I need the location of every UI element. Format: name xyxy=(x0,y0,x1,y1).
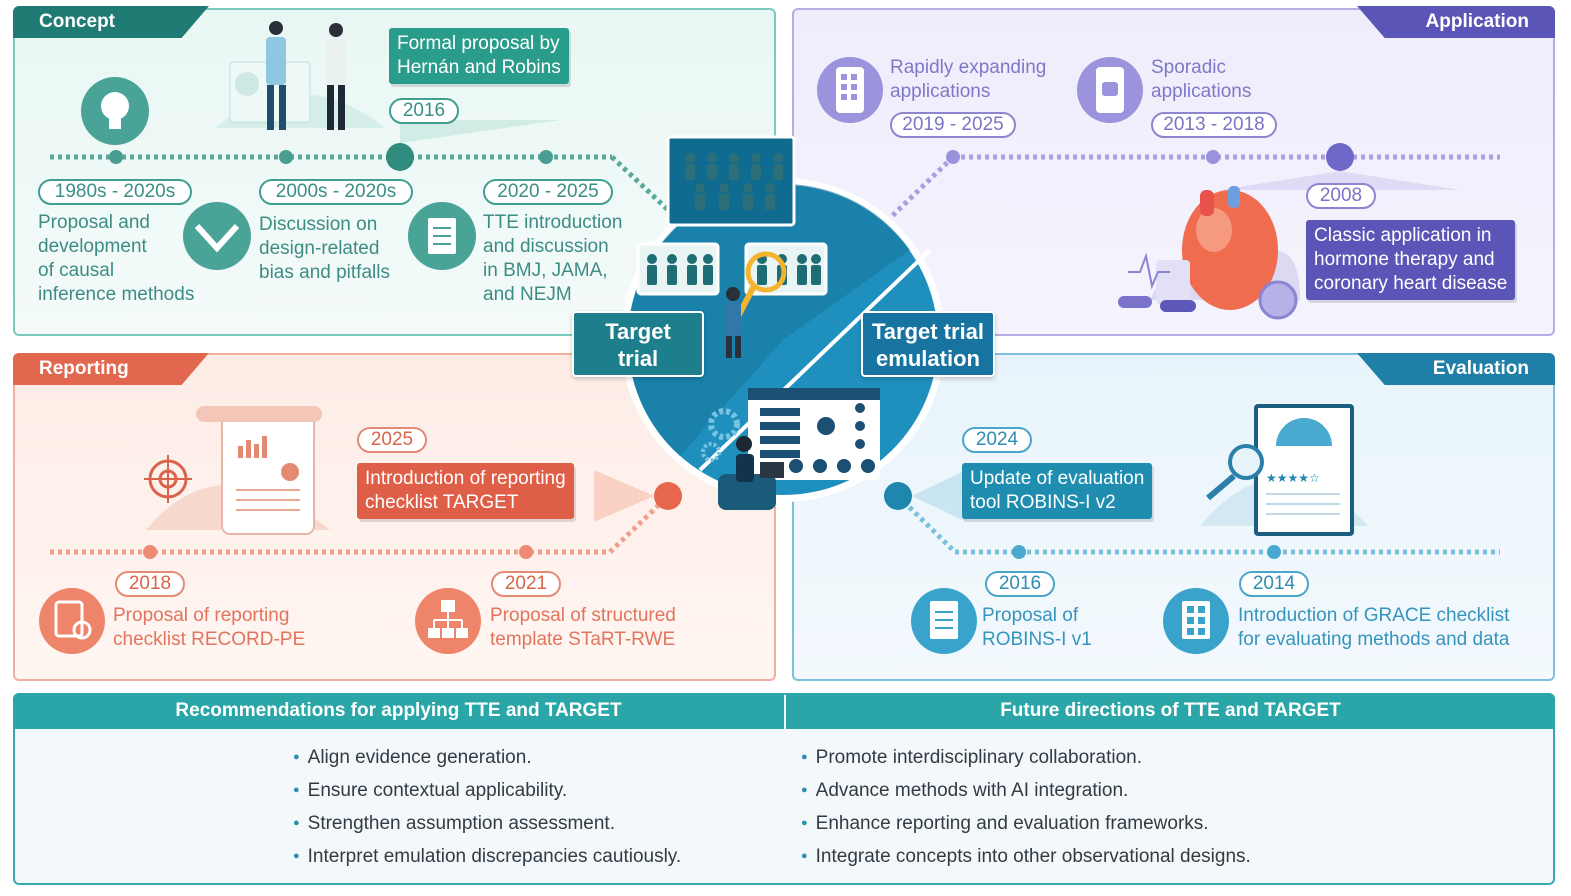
target-trial-emulation-label: Target trial emulation xyxy=(861,311,995,377)
svg-text:★★★★☆: ★★★★☆ xyxy=(1266,471,1320,485)
application-callout: Classic application in hormone therapy a… xyxy=(1306,220,1516,300)
concept-tab: Concept xyxy=(13,6,209,38)
reporting-callout: Introduction of reporting checklist TARG… xyxy=(357,463,574,519)
list-item: Ensure contextual applicability. xyxy=(293,774,681,807)
list-item: Enhance reporting and evaluation framewo… xyxy=(801,807,1251,840)
magnifier-icon xyxy=(745,251,787,293)
application-text-1: Rapidly expanding applications xyxy=(890,57,1047,102)
application-tab: Application xyxy=(1357,6,1555,38)
concept-year-2: 2000s - 2020s xyxy=(259,179,413,205)
concept-year-3: 2020 - 2025 xyxy=(483,179,613,205)
reporting-callout-year: 2025 xyxy=(357,427,427,453)
application-text-2: Sporadic applications xyxy=(1151,57,1252,102)
report-scroll-illustration xyxy=(144,406,330,535)
pitfall-icon xyxy=(183,202,251,270)
gear-small-icon xyxy=(701,442,721,462)
evaluation-callout-year: 2024 xyxy=(962,427,1032,453)
future-list: Promote interdisciplinary collaboration.… xyxy=(801,741,1251,873)
reporting-year-1: 2018 xyxy=(115,571,185,597)
concept-node-main xyxy=(386,143,414,171)
group-a-board-icon xyxy=(636,242,720,296)
evaluation-tab: Evaluation xyxy=(1357,353,1555,385)
concept-node-1 xyxy=(109,150,123,164)
evaluation-document-illustration: ★★★★☆ xyxy=(1200,404,1368,536)
magnifier-eval-icon xyxy=(1228,444,1264,480)
list-item: Strengthen assumption assessment. xyxy=(293,807,681,840)
concept-text-3: TTE introduction and discussion in BMJ, … xyxy=(483,212,623,305)
list-item: Integrate concepts into other observatio… xyxy=(801,840,1251,873)
gear-icon xyxy=(708,408,740,440)
concept-timeline xyxy=(50,120,670,212)
reporting-text-1: Proposal of reporting checklist RECORD-P… xyxy=(113,605,306,650)
concept-text-1: Proposal and development of causal infer… xyxy=(38,212,195,305)
concept-illustration xyxy=(215,21,385,130)
list-item: Align evidence generation. xyxy=(293,741,681,774)
reporting-timeline xyxy=(50,470,682,559)
reporting-text-2: Proposal of structured template STaRT-RW… xyxy=(490,605,676,650)
reporting-year-2: 2021 xyxy=(491,571,561,597)
application-year-1: 2019 - 2025 xyxy=(890,112,1016,138)
list-item: Promote interdisciplinary collaboration. xyxy=(801,741,1251,774)
chair-icon xyxy=(718,474,776,510)
heart-illustration xyxy=(1118,186,1300,320)
evaluation-callout: Update of evaluation tool ROBINS-I v2 xyxy=(962,463,1153,519)
concept-callout-year: 2016 xyxy=(389,98,459,124)
recommendations-list: Align evidence generation. Ensure contex… xyxy=(293,741,682,873)
laptop-icon xyxy=(760,462,784,478)
evaluation-year-1: 2016 xyxy=(985,571,1055,597)
concept-node-3 xyxy=(539,150,553,164)
evaluation-timeline xyxy=(884,470,1500,559)
analyst-figure xyxy=(736,436,752,452)
reporting-tab: Reporting xyxy=(13,353,209,385)
application-year-2: 2013 - 2018 xyxy=(1151,112,1277,138)
researcher-figure xyxy=(726,287,740,301)
recommendations-header: Recommendations for applying TTE and TAR… xyxy=(13,693,784,729)
evaluation-text-2: Introduction of GRACE checklist for eval… xyxy=(1238,605,1510,650)
concept-year-1: 1980s - 2020s xyxy=(38,179,192,205)
evaluation-year-2: 2014 xyxy=(1239,571,1309,597)
list-item: Advance methods with AI integration. xyxy=(801,774,1251,807)
concept-text-2: Discussion on design-related bias and pi… xyxy=(259,214,390,283)
checklist-search-icon xyxy=(39,588,105,654)
evaluation-text-1: Proposal of ROBINS-I v1 xyxy=(982,605,1092,650)
concept-node-2 xyxy=(279,150,293,164)
application-timeline xyxy=(888,143,1500,220)
central-circle xyxy=(621,135,945,510)
list-item: Interpret emulation discrepancies cautio… xyxy=(293,840,682,873)
concept-callout: Formal proposal by Hernán and Robins xyxy=(389,28,569,84)
future-header: Future directions of TTE and TARGET xyxy=(786,693,1555,729)
target-trial-label: Target trial xyxy=(572,311,704,377)
application-callout-year: 2008 xyxy=(1306,183,1376,209)
